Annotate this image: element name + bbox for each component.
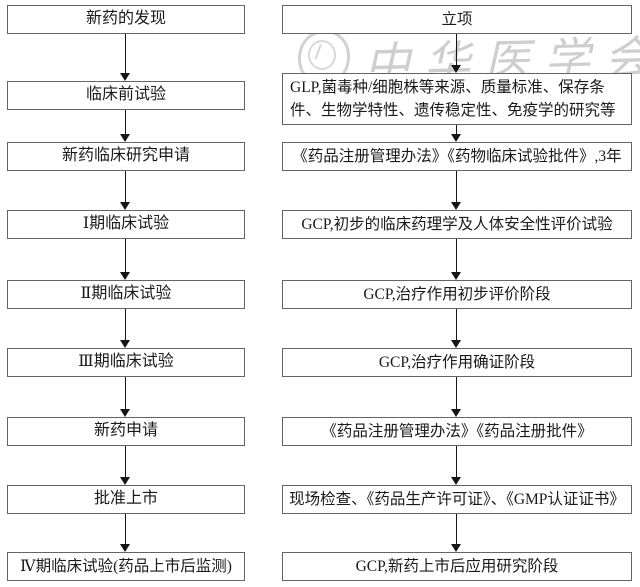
- flow-box-phase1-trial: Ⅰ期临床试验: [7, 210, 245, 239]
- flow-box-approval-launch: 批准上市: [7, 485, 245, 514]
- flow-box-project-initiation: 立项: [282, 5, 632, 34]
- flow-arrow-down-icon: [120, 377, 131, 417]
- flow-box-site-inspection-licenses: 现场检查、《药品生产许可证》、《GMP认证证书》: [282, 485, 632, 514]
- flow-arrow-down-icon: [451, 446, 462, 485]
- flow-arrow-down-icon: [120, 110, 131, 142]
- flow-arrow-down-icon: [451, 514, 462, 552]
- flow-box-phase4-trial: Ⅳ期临床试验(药品上市后监测): [7, 552, 245, 581]
- flow-arrow-down-icon: [120, 514, 131, 552]
- flow-arrow-down-icon: [451, 171, 462, 210]
- flow-box-ind-application: 新药临床研究申请: [7, 142, 245, 171]
- flow-box-gcp-confirmation-stage: GCP,治疗作用确证阶段: [282, 348, 632, 377]
- flow-box-gcp-post-marketing-research: GCP,新药上市后应用研究阶段: [282, 552, 632, 581]
- flow-box-registration-approval: 《药品注册管理办法》《药品注册批件》: [282, 417, 632, 446]
- flow-box-glp-requirements: GLP,菌毒种/细胞株等来源、质量标准、保存条件、生物学特性、遗传稳定性、免疫学…: [282, 73, 632, 125]
- flow-arrow-down-icon: [120, 239, 131, 280]
- flow-arrow-down-icon: [451, 377, 462, 417]
- flow-box-preclinical-trial: 临床前试验: [7, 81, 245, 110]
- flow-arrow-down-icon: [120, 446, 131, 485]
- flow-box-new-drug-application: 新药申请: [7, 417, 245, 446]
- flow-arrow-down-icon: [451, 239, 462, 280]
- flow-arrow-down-icon: [120, 309, 131, 348]
- flow-arrow-down-icon: [451, 125, 462, 142]
- flow-arrow-down-icon: [451, 309, 462, 348]
- flow-arrow-down-icon: [120, 171, 131, 210]
- flow-box-phase3-trial: Ⅲ期临床试验: [7, 348, 245, 377]
- flow-box-registration-measures-3years: 《药品注册管理办法》《药物临床试验批件》,3年: [282, 142, 632, 171]
- flow-arrow-down-icon: [451, 34, 462, 73]
- flow-box-gcp-preliminary-evaluation: GCP,治疗作用初步评价阶段: [282, 280, 632, 309]
- flow-box-drug-discovery: 新药的发现: [7, 5, 245, 34]
- flow-box-phase2-trial: Ⅱ期临床试验: [7, 280, 245, 309]
- flow-arrow-down-icon: [120, 34, 131, 81]
- flow-box-gcp-safety-evaluation: GCP,初步的临床药理学及人体安全性评价试验: [282, 210, 632, 239]
